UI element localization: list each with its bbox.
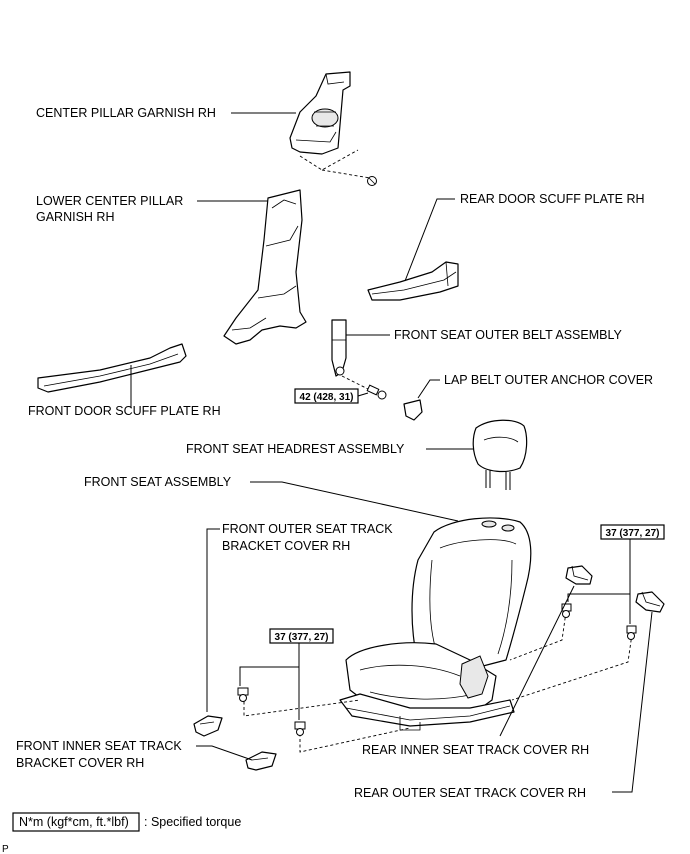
center-pillar-clip-dash <box>299 149 371 179</box>
torque-badge-seat-front: 37 (377, 27) <box>239 628 334 720</box>
headrest-part <box>472 419 528 490</box>
legend-desc: : Specified torque <box>144 815 241 829</box>
leader-rear-inner-track <box>499 585 575 737</box>
label-front-inner-track-1: FRONT INNER SEAT TRACK <box>16 739 182 753</box>
leader-lap-belt-cover <box>417 379 440 399</box>
leader-rear-door-scuff <box>404 198 455 282</box>
label-front-seat-outer-belt: FRONT SEAT OUTER BELT ASSEMBLY <box>394 328 623 342</box>
front-inner-track-cover-part <box>245 751 277 771</box>
seat-bolt-rear-inner <box>561 603 572 618</box>
label-lap-belt-cover: LAP BELT OUTER ANCHOR COVER <box>444 373 653 387</box>
torque-seat-rear: 37 (377, 27) <box>606 528 660 539</box>
center-pillar-clip <box>367 176 377 186</box>
seat-bolt-front-outer <box>237 687 249 702</box>
center-pillar-garnish-part <box>289 71 351 155</box>
leader-front-outer-track <box>206 528 220 712</box>
seat-bolt-dash-rear <box>509 611 633 701</box>
rear-inner-track-cover-part <box>565 565 593 585</box>
rear-door-scuff-plate-part <box>367 261 459 301</box>
lap-belt-cover-part <box>403 399 423 421</box>
front-seat-assembly-part <box>339 517 532 731</box>
legend-box-text: N*m (kgf*cm, ft.*lbf) <box>19 815 129 829</box>
label-rear-outer-track: REAR OUTER SEAT TRACK COVER RH <box>354 786 586 800</box>
label-rear-door-scuff: REAR DOOR SCUFF PLATE RH <box>460 192 645 206</box>
seat-bolt-rear-outer <box>626 625 637 640</box>
rear-outer-track-cover-part <box>635 591 665 613</box>
footer-code: P <box>2 844 9 854</box>
label-rear-inner-track: REAR INNER SEAT TRACK COVER RH <box>362 743 589 757</box>
torque-legend: N*m (kgf*cm, ft.*lbf) : Specified torque <box>12 812 241 832</box>
label-front-seat: FRONT SEAT ASSEMBLY <box>84 475 232 489</box>
label-lower-center-pillar-1: LOWER CENTER PILLAR <box>36 194 183 208</box>
label-headrest: FRONT SEAT HEADREST ASSEMBLY <box>186 442 405 456</box>
leader-rear-outer-track <box>612 611 653 793</box>
front-seat-outer-belt-part <box>331 319 347 377</box>
leader-front-inner-track <box>196 745 253 761</box>
label-lower-center-pillar-2: GARNISH RH <box>36 210 114 224</box>
torque-badge-belt-anchor: 42 (428, 31) <box>294 388 369 404</box>
label-front-inner-track-2: BRACKET COVER RH <box>16 756 144 770</box>
front-outer-track-cover-part <box>193 715 223 737</box>
label-center-pillar-garnish: CENTER PILLAR GARNISH RH <box>36 106 216 120</box>
label-front-outer-track-1: FRONT OUTER SEAT TRACK <box>222 522 393 536</box>
belt-anchor-dash <box>341 375 371 391</box>
seat-bolt-front-inner <box>294 721 306 736</box>
torque-belt-anchor: 42 (428, 31) <box>300 392 354 403</box>
label-front-outer-track-2: BRACKET COVER RH <box>222 539 350 553</box>
front-door-scuff-plate-part <box>37 343 187 393</box>
label-front-door-scuff: FRONT DOOR SCUFF PLATE RH <box>28 404 221 418</box>
lower-center-pillar-garnish-part <box>223 189 307 345</box>
torque-seat-front: 37 (377, 27) <box>275 632 329 643</box>
leader-front-seat <box>250 481 459 522</box>
belt-anchor-bolt <box>366 384 387 400</box>
